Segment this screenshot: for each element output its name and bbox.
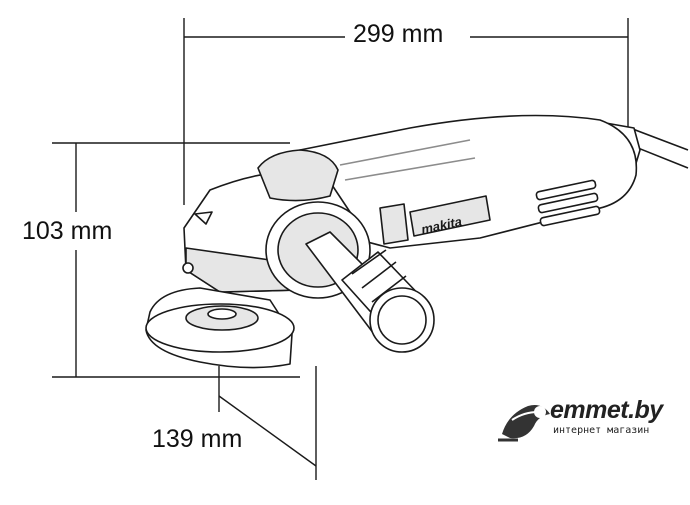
angle-grinder (145, 114, 689, 369)
watermark-name: emmet.by (550, 396, 663, 424)
handle-end-inner (377, 295, 427, 345)
housing-ridges (339, 139, 476, 181)
length-dimension-label: 299 mm (347, 22, 450, 47)
watermark: emmet.by интернет магазин (494, 392, 684, 450)
watermark-tagline: интернет магазин (553, 425, 650, 436)
disc-dimension-label: 139 mm (152, 425, 243, 453)
emmet-logo-icon (498, 405, 550, 442)
rotation-arrow (194, 211, 213, 225)
dimension-lines (52, 18, 629, 480)
spindle-nut (207, 308, 237, 320)
brand-plate (409, 195, 491, 237)
side-screw (182, 262, 194, 274)
handle-grip-ribs (351, 249, 407, 303)
gear-cap (257, 149, 339, 202)
vent-slots (535, 179, 601, 227)
slide-switch (379, 203, 409, 245)
disc-dimension-line (218, 395, 317, 467)
height-dimension-label: 103 mm (22, 217, 113, 245)
